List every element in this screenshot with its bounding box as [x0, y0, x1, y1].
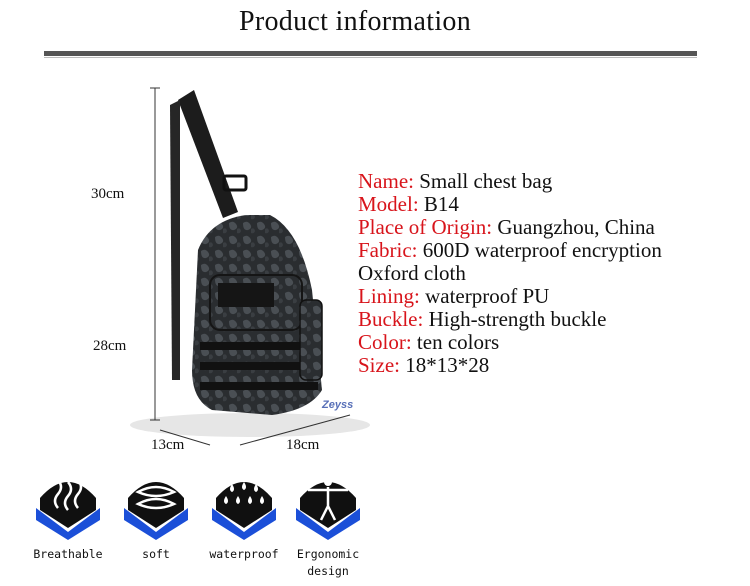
spec-name: Name: Small chest bag — [358, 170, 750, 193]
spec-key: Lining: — [358, 284, 420, 308]
spec-value: ten colors — [416, 330, 500, 354]
title-divider — [44, 51, 697, 56]
feature-label: soft — [142, 547, 170, 561]
spec-value: High-strength buckle — [428, 307, 607, 331]
title-divider-shadow — [44, 57, 697, 58]
spec-key: Fabric: — [358, 238, 418, 262]
depth-label: 13cm — [151, 437, 185, 453]
spec-value: Guangzhou, China — [497, 215, 655, 239]
breathable-icon — [36, 479, 100, 540]
spec-list: Name: Small chest bag Model: B14 Place o… — [358, 170, 750, 377]
spec-fabric-continuation: Oxford cloth — [358, 261, 466, 285]
spec-value: waterproof PU — [425, 284, 550, 308]
spec-key: Place of Origin: — [358, 215, 493, 239]
feature-ergonomic: Ergonomic design — [288, 470, 368, 580]
chest-bag-illustration: Zeyss — [130, 87, 370, 446]
spec-model: Model: B14 — [358, 193, 750, 216]
spec-buckle: Buckle: High-strength buckle — [358, 308, 750, 331]
spec-value: B14 — [423, 192, 459, 216]
feature-label: waterproof — [209, 547, 279, 561]
spec-value: 18*13*28 — [405, 353, 490, 377]
spec-fabric: Fabric: 600D waterproof encryption — [358, 239, 750, 262]
spec-value: 600D waterproof encryption — [422, 238, 662, 262]
ergonomic-icon — [296, 478, 360, 540]
feature-label: Ergonomic design — [296, 547, 360, 578]
product-image: Zeyss 30cm 28cm 13cm 18cm — [60, 80, 390, 460]
spec-key: Size: — [358, 353, 400, 377]
feature-soft: soft — [116, 470, 196, 563]
spec-size: Size: 18*13*28 — [358, 354, 750, 377]
spec-color: Color: ten colors — [358, 331, 750, 354]
strap-height-label: 30cm — [91, 186, 125, 202]
feature-label: Breathable — [33, 547, 103, 561]
spec-key: Name: — [358, 169, 414, 193]
waterproof-icon — [212, 482, 276, 540]
feature-icons: Breathable soft waterproof — [28, 470, 368, 586]
spec-lining: Lining: waterproof PU — [358, 285, 750, 308]
width-label: 18cm — [286, 437, 320, 453]
spec-key: Color: — [358, 330, 412, 354]
page-title: Product information — [239, 6, 471, 37]
watermark-logo: Zeyss — [321, 399, 353, 411]
body-height-label: 28cm — [93, 338, 127, 354]
spec-key: Model: — [358, 192, 419, 216]
feature-breathable: Breathable — [28, 470, 108, 563]
soft-icon — [124, 482, 188, 540]
spec-value: Small chest bag — [419, 169, 553, 193]
spec-origin: Place of Origin: Guangzhou, China — [358, 216, 750, 239]
feature-waterproof: waterproof — [204, 470, 284, 563]
spec-key: Buckle: — [358, 307, 424, 331]
